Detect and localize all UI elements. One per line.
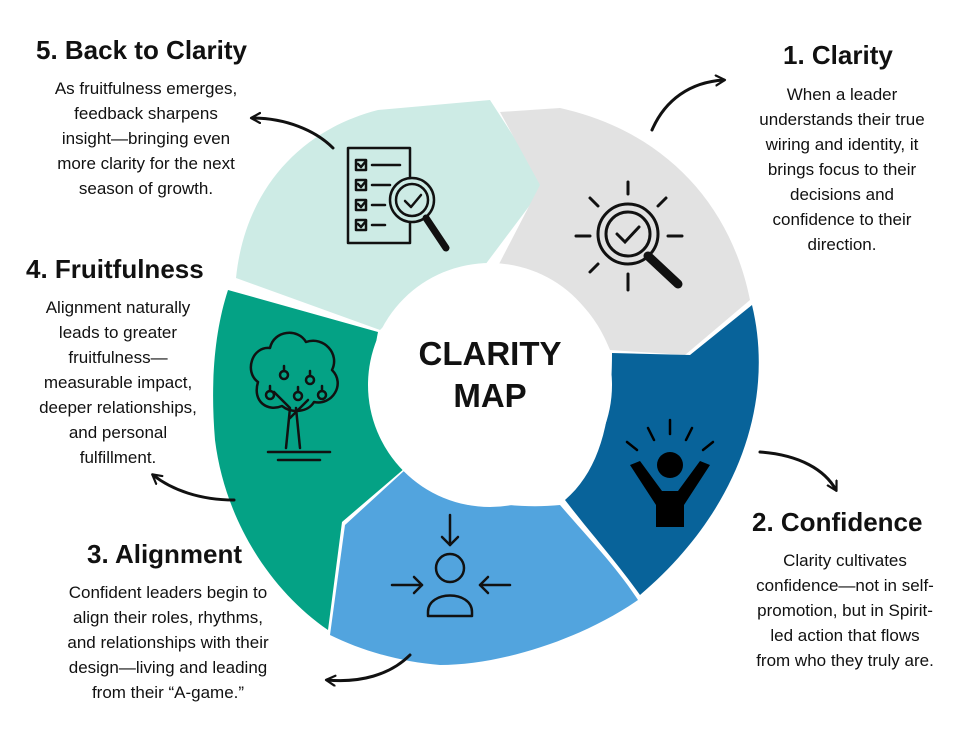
step-5-text: As fruitfulness emerges,feedback sharpen… bbox=[54, 79, 238, 198]
checklist-magnifier-icon bbox=[346, 146, 450, 252]
step-3-title: 3. Alignment bbox=[87, 539, 243, 569]
segment-alignment bbox=[330, 470, 638, 665]
segment-back-to-clarity bbox=[236, 100, 545, 330]
fruit-tree-icon bbox=[249, 331, 339, 462]
person-focus-arrows-icon bbox=[390, 513, 512, 618]
step-5-title: 5. Back to Clarity bbox=[36, 35, 247, 65]
arrow-to-clarity bbox=[650, 80, 724, 132]
center-label: CLARITY MAP bbox=[380, 333, 600, 417]
arrow-to-alignment bbox=[327, 653, 412, 681]
center-label-line1: CLARITY bbox=[418, 335, 562, 372]
step-1-title: 1. Clarity bbox=[783, 40, 893, 70]
segment-confidence bbox=[565, 305, 759, 595]
arrow-to-fruitfulness bbox=[153, 475, 236, 502]
step-2-title: 2. Confidence bbox=[752, 507, 923, 537]
magnifier-check-icon bbox=[574, 180, 684, 292]
raised-arms-person-icon bbox=[625, 418, 715, 527]
center-label-line2: MAP bbox=[453, 377, 527, 414]
arrow-to-back-to-clarity bbox=[252, 118, 335, 150]
step-4-title: 4. Fruitfulness bbox=[26, 254, 204, 284]
center-circle bbox=[368, 263, 612, 507]
arrow-to-confidence bbox=[758, 450, 836, 490]
segment-clarity bbox=[498, 108, 750, 355]
